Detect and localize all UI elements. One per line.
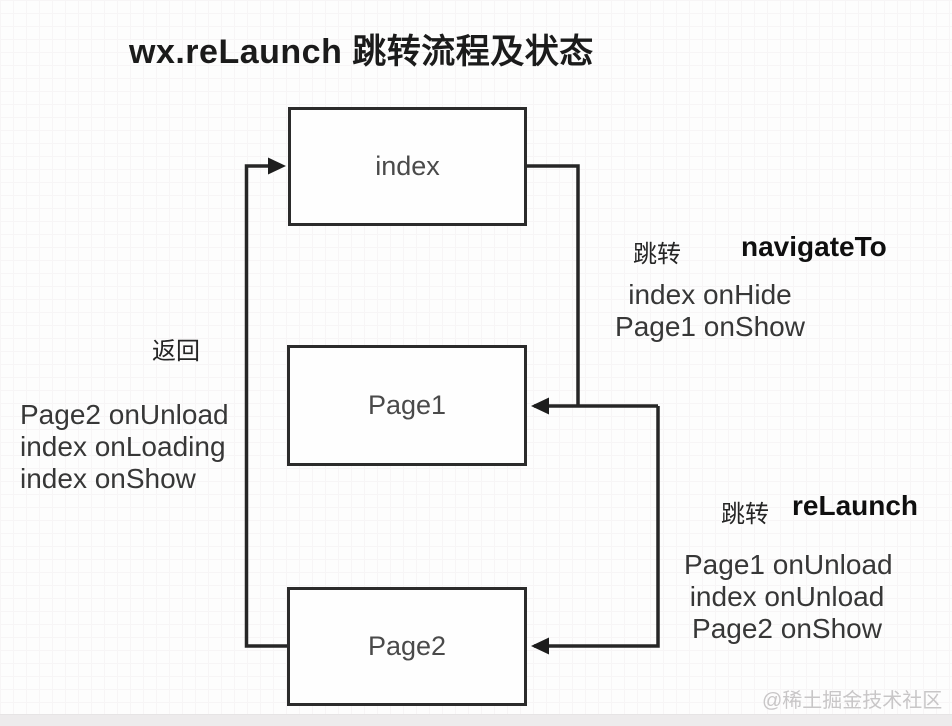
node-index: index: [288, 107, 527, 226]
node-page2-label: Page2: [367, 631, 447, 661]
diagram-title: wx.reLaunch 跳转流程及状态: [129, 33, 594, 71]
navigateto-edge-line: [527, 164, 580, 406]
node-page2: Page2: [287, 587, 527, 706]
bottom-edge-band: [0, 714, 952, 726]
relaunch-method-label: reLaunch: [792, 490, 919, 521]
state-line: index onLoading: [20, 431, 226, 462]
state-line: Page1 onUnload: [684, 549, 893, 580]
arrowhead-into-index: [268, 157, 286, 175]
navigateto-states: index onHide Page1 onShow: [610, 279, 810, 343]
node-index-label: index: [375, 151, 440, 181]
watermark: @稀土掘金技术社区: [762, 690, 943, 712]
relaunch-edge-line: [534, 406, 660, 648]
arrowhead-into-page2: [531, 637, 549, 655]
back-states: Page2 onUnload index onLoading index onS…: [20, 399, 229, 495]
state-line: index onShow: [20, 463, 196, 494]
state-line: Page1 onShow: [615, 311, 805, 342]
back-edge-line: [244, 164, 287, 648]
node-page1: Page1: [287, 345, 527, 466]
arrowhead-into-page1: [531, 397, 549, 415]
state-line: index onUnload: [689, 581, 885, 612]
navigateto-method-label: navigateTo: [741, 231, 887, 262]
navigateto-action-label: 跳转: [633, 241, 681, 268]
state-line: index onHide: [628, 279, 792, 310]
state-line: Page2 onUnload: [20, 399, 229, 430]
back-action-label: 返回: [152, 338, 200, 365]
relaunch-action-label: 跳转: [721, 501, 769, 528]
relaunch-states: Page1 onUnload index onUnload Page2 onSh…: [684, 549, 893, 645]
node-page1-label: Page1: [367, 390, 447, 420]
state-line: Page2 onShow: [692, 613, 882, 644]
